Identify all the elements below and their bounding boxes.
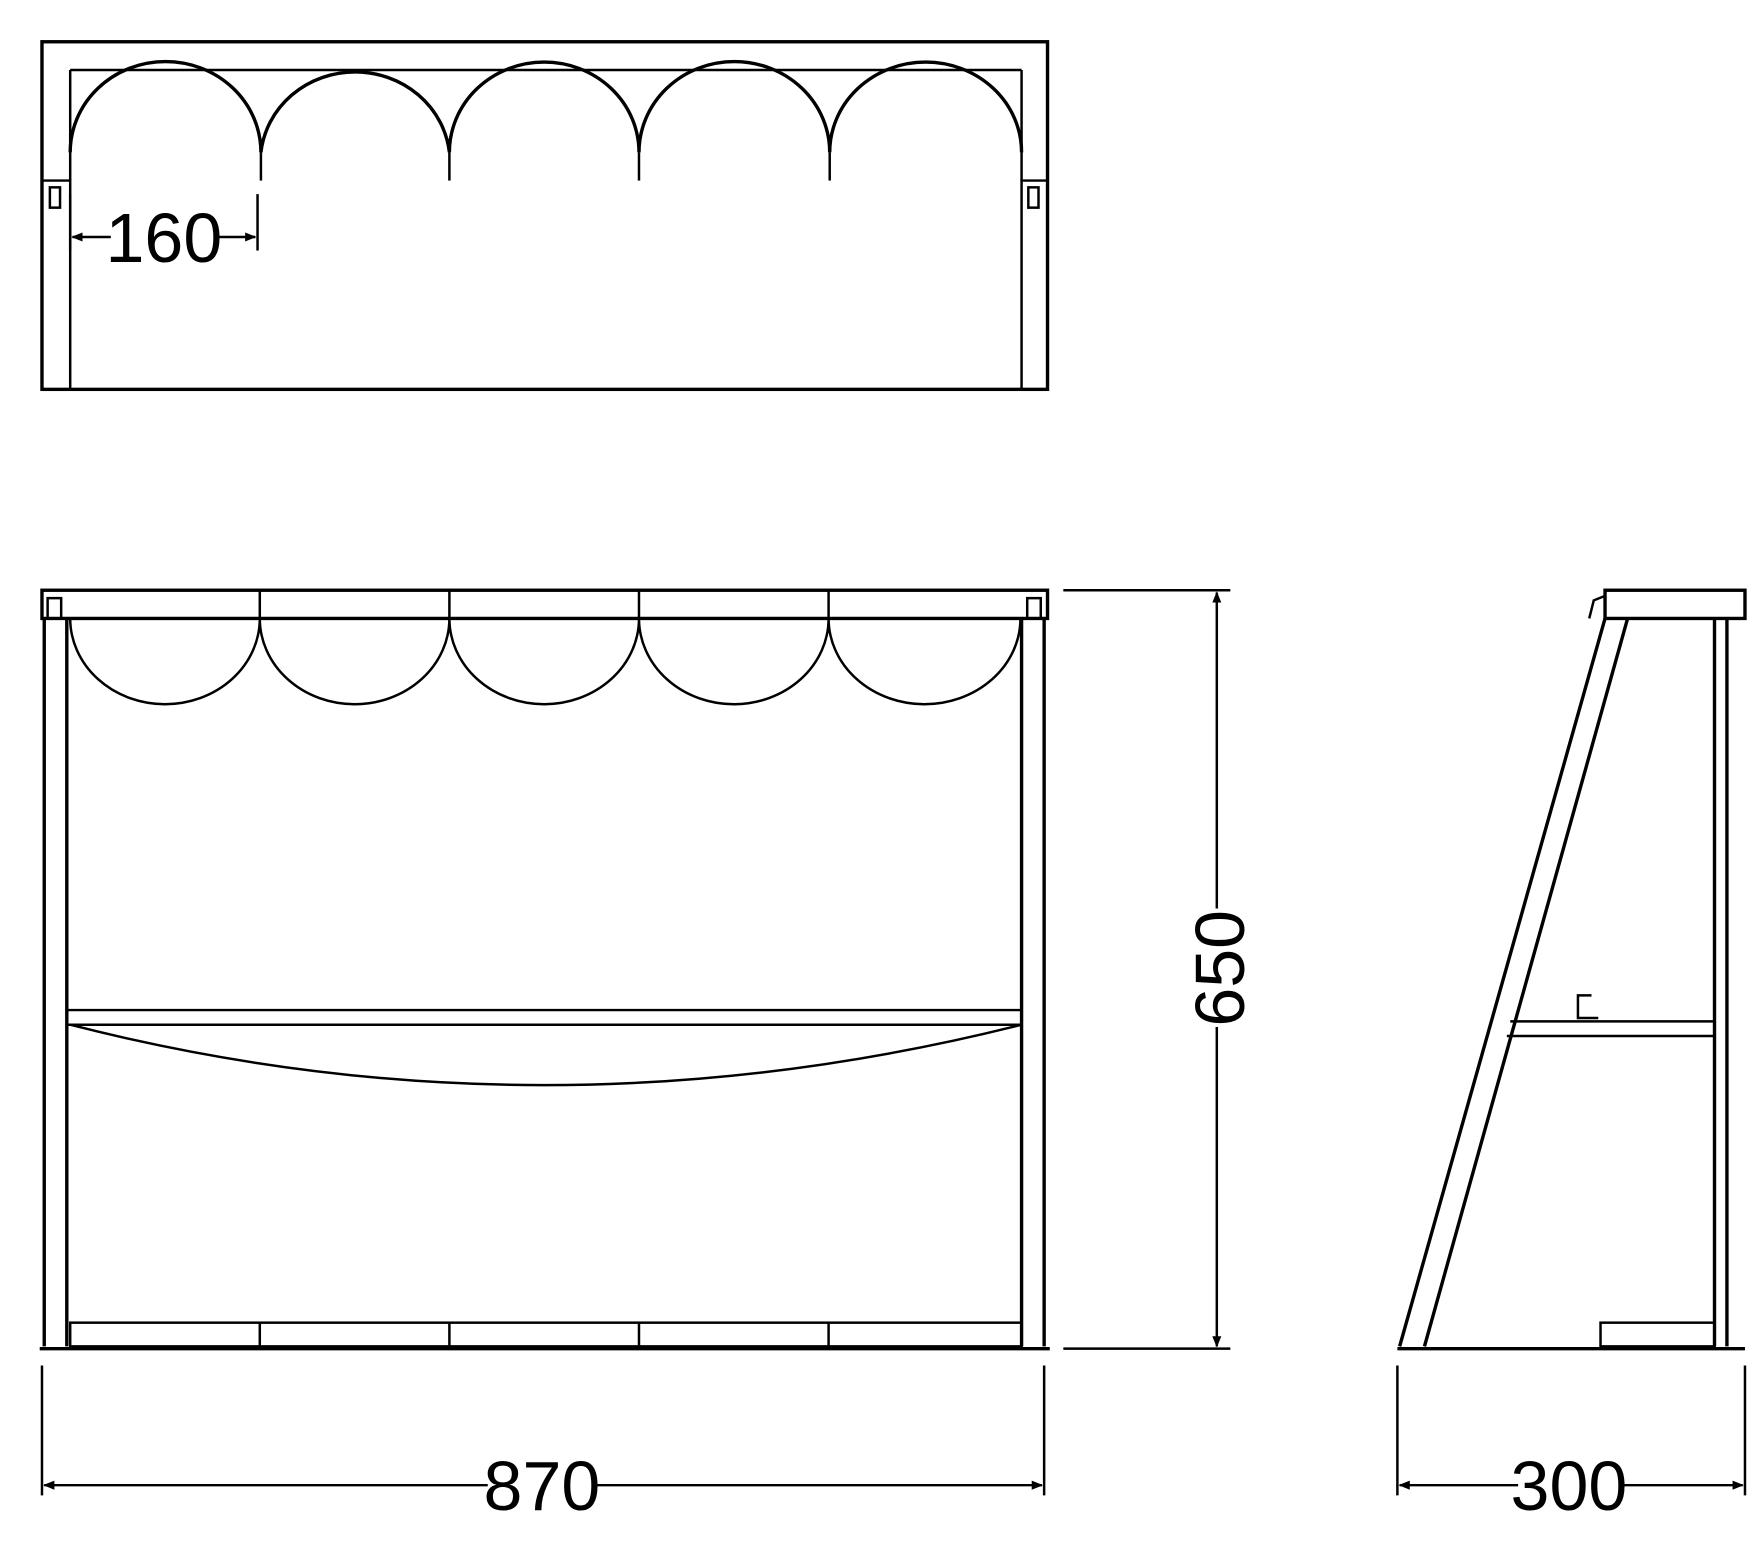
dimension-width: 870 bbox=[484, 1447, 601, 1525]
dimension-pitch: 160 bbox=[105, 199, 222, 277]
front-view: 650 870 bbox=[39, 588, 1259, 1525]
side-view: 300 bbox=[1396, 588, 1747, 1525]
front-arches bbox=[68, 590, 1022, 706]
dimension-height: 650 bbox=[1181, 910, 1259, 1027]
dimension-depth: 300 bbox=[1511, 1447, 1628, 1525]
top-view: 160 bbox=[40, 40, 1050, 392]
bottle-arches bbox=[68, 59, 1024, 181]
